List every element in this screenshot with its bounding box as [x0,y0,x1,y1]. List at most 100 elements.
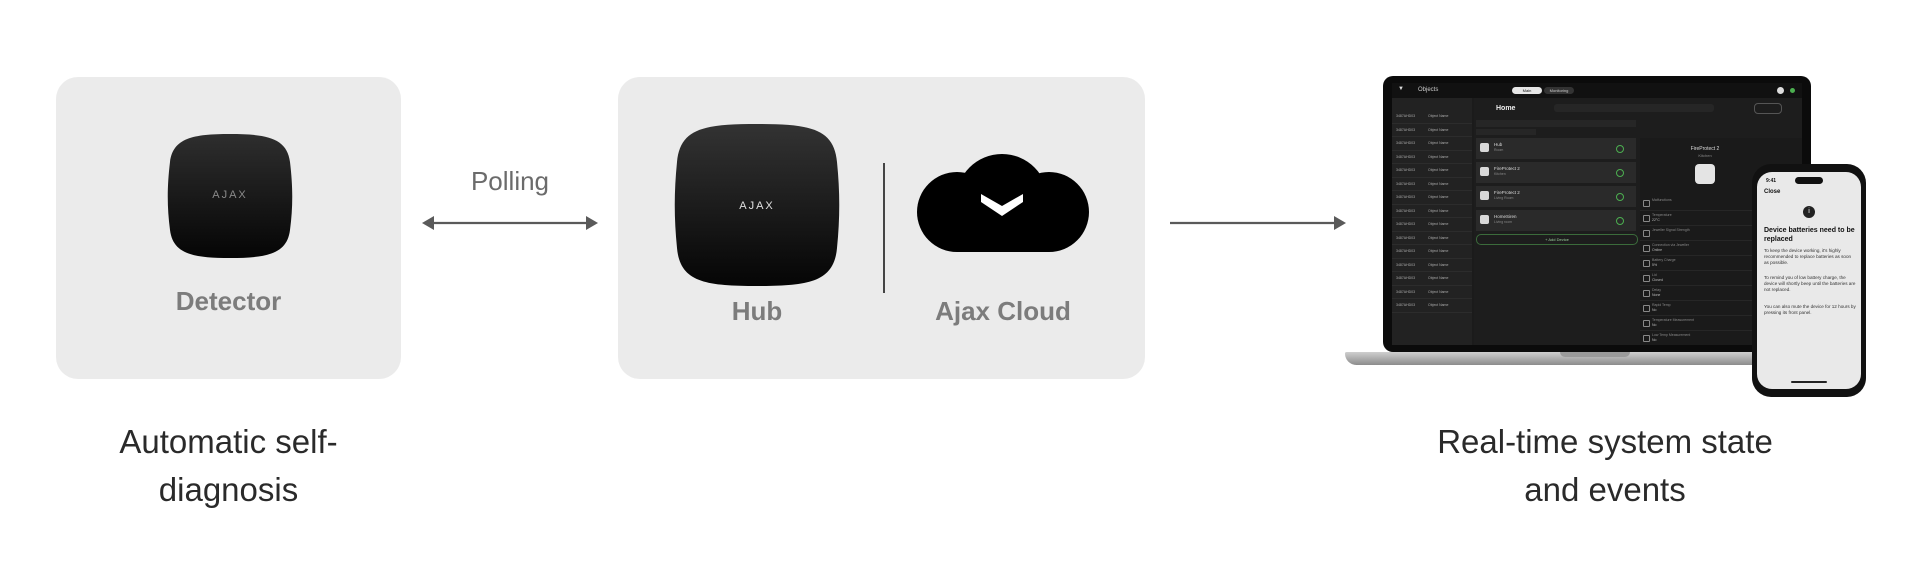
device-room: Living room [1494,220,1513,224]
object-list-item[interactable]: 3487AHD03 Object Name [1392,137,1472,151]
property-label: Malfunctions [1652,198,1672,202]
app-logo-icon: ▼ [1398,86,1404,92]
property-value: No [1652,338,1657,342]
polling-label: Polling [470,166,550,196]
phone-close-button[interactable]: Close [1764,189,1781,195]
left-caption-line-2: diagnosis [158,471,299,508]
phone-time: 9:41 [1766,178,1777,184]
property-icon [1643,215,1650,222]
property-value: 22°C [1652,218,1660,222]
object-id: 3487AHD03 [1396,289,1416,294]
app-brand: Objects [1418,87,1439,93]
property-label: Lid [1652,273,1657,277]
tabs-row[interactable] [1476,120,1636,127]
detector-label: Detector [175,286,282,316]
device-name: FireProtect 2 [1494,166,1520,171]
filter-row[interactable] [1476,129,1536,135]
object-name: Object Name [1428,289,1449,294]
object-name: Object Name [1428,249,1449,253]
phone-alert-text-2: To remind you of low battery charge, the… [1764,275,1856,292]
object-id: 3487AHD03 [1396,181,1416,186]
object-id: 3487AHD03 [1396,168,1416,172]
object-list-item[interactable]: 3487AHD03 Object Name [1392,259,1472,272]
device-thumbnail [1480,191,1489,200]
property-icon [1643,305,1650,312]
right-caption-line-2: and events [1524,471,1686,508]
delivery-arrow [1170,216,1346,230]
tab-main[interactable]: Main [1512,87,1542,94]
add-device-button[interactable]: + Add Device [1476,234,1638,245]
object-id: 3487AHD03 [1396,249,1416,253]
object-id: 3487AHD03 [1396,154,1416,159]
phone-alert-text-3: You can also mute the device for 12 hour… [1764,304,1856,315]
property-value: 5% [1652,263,1658,267]
device-thumbnail [1480,167,1489,176]
object-id: 3487AHD03 [1396,208,1416,213]
property-value: No [1652,323,1657,327]
object-id: 3487AHD03 [1396,114,1416,118]
property-label: Connection via Jeweller [1652,243,1689,247]
status-ok-icon [1616,193,1624,201]
card-divider [883,163,885,293]
object-name: Object Name [1428,168,1449,172]
property-label: Battery Charge [1652,258,1676,262]
search-field[interactable] [1554,104,1714,112]
add-device-label: + Add Device [1545,237,1569,242]
object-id: 3487AHD03 [1396,141,1416,145]
device-name: HomeSiren [1494,214,1517,219]
property-value: Closed [1652,278,1663,282]
left-caption: Automatic self- diagnosis [56,418,401,514]
user-avatar[interactable] [1777,87,1784,94]
laptop-base [1345,352,1781,365]
edit-button[interactable] [1754,103,1782,114]
object-name: Object Name [1428,303,1449,307]
phone-dynamic-island [1795,177,1823,184]
device-room: Room [1494,148,1504,152]
tab-monitoring[interactable]: Monitoring [1544,87,1574,94]
status-ok-icon [1616,169,1624,177]
object-name: Object Name [1428,141,1449,145]
phone-alert-title: Device batteries need to be replaced [1764,227,1855,243]
object-title: Home [1496,105,1516,112]
object-list-item[interactable]: 3487AHD03 Object Name [1392,245,1472,259]
object-name: Object Name [1428,181,1449,186]
object-list-item[interactable]: 3487AHD03 Object Name [1392,178,1472,191]
property-icon [1643,290,1650,297]
device-room: Kitchen [1494,172,1506,176]
object-list-item[interactable]: 3487AHD03 Object Name [1392,164,1472,178]
phone-screen: 9:41 Close i Device batteries need to be… [1757,172,1861,389]
object-id: 3487AHD03 [1396,195,1416,199]
object-id: 3487AHD03 [1396,276,1416,280]
property-icon [1643,230,1650,237]
property-label: Rapid Temp [1652,303,1671,307]
object-list-item[interactable]: 3487AHD03 Object Name [1392,286,1472,299]
device-room: Living Room [1494,196,1514,200]
object-id: 3487AHD03 [1396,262,1416,267]
object-name: Object Name [1428,262,1449,267]
property-row: Jeweller Signal Strength [1640,226,1802,241]
device-name: Hub [1494,142,1503,147]
property-row: Malfunctions [1640,196,1802,211]
object-name: Object Name [1428,127,1449,132]
property-icon [1643,260,1650,267]
